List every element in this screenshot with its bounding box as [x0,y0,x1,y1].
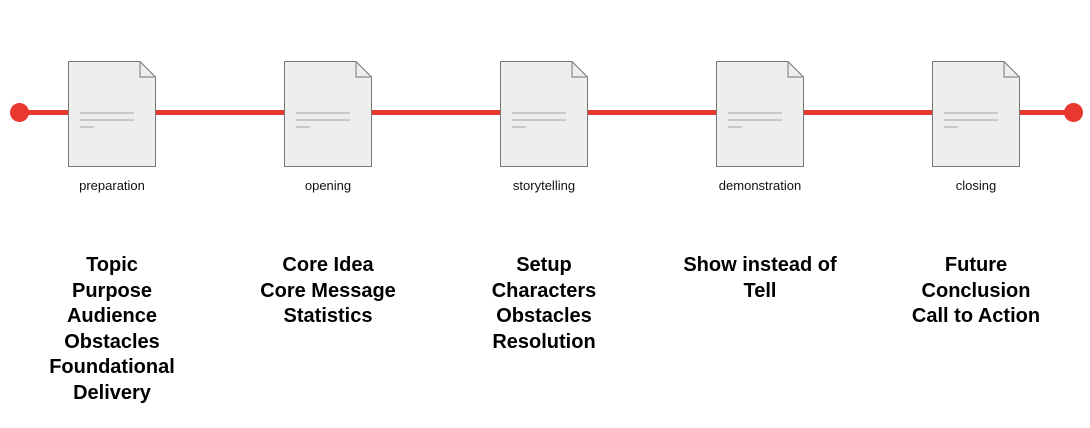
detail-item: Core Idea [282,254,374,276]
detail-item: Obstacles [496,305,592,328]
stage-label: closing [955,178,997,193]
detail-item: Setup [516,254,572,276]
detail-item: Delivery [73,381,151,404]
timeline-end-dot [1064,103,1083,122]
detail-item: Purpose [71,279,153,302]
detail-item: Audience [66,305,158,328]
detail-item: Tell [743,279,777,302]
document-icon [500,61,588,167]
stage-details: Topic Purpose Audience Obstacles Foundat… [22,253,202,407]
detail-item: Call to Action [911,305,1041,328]
document-icon [284,61,372,167]
detail-item: Show instead of [683,254,837,276]
stage-details: Setup Characters Obstacles Resolution [454,253,634,355]
detail-item: Characters [491,279,597,302]
stage-preparation: preparation Topic Purpose Audience Obsta… [22,0,202,428]
detail-item: Foundational [49,356,175,379]
timeline-start-dot [10,103,29,122]
stage-details: Future Conclusion Call to Action [886,253,1066,330]
document-icon [716,61,804,167]
detail-item: Future [944,254,1008,276]
stage-opening: opening Core Idea Core Message Statistic… [238,0,418,428]
detail-item: Topic [86,254,138,276]
stage-storytelling: storytelling Setup Characters Obstacles … [454,0,634,428]
stage-demonstration: demonstration Show instead of Tell [670,0,850,428]
detail-item: Core Message [260,279,396,302]
document-icon [68,61,156,167]
stage-label: demonstration [718,178,802,193]
stage-label: opening [304,178,352,193]
stage-details: Show instead of Tell [670,253,850,304]
stage-details: Core Idea Core Message Statistics [238,253,418,330]
stage-closing: closing Future Conclusion Call to Action [886,0,1066,428]
detail-item: Conclusion [921,279,1031,302]
detail-item: Obstacles [64,330,160,353]
detail-item: Resolution [492,330,596,353]
stage-label: storytelling [512,178,576,193]
document-icon [932,61,1020,167]
detail-item: Statistics [283,305,373,328]
stage-label: preparation [79,178,145,193]
